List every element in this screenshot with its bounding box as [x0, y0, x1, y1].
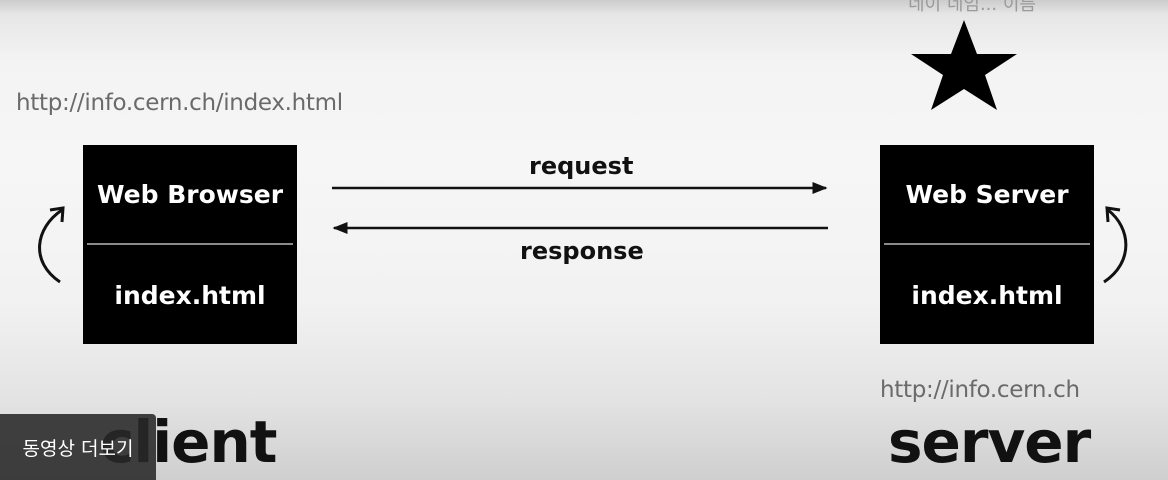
more-videos-button[interactable]: 동영상 더보기 — [0, 414, 156, 480]
top-shadow — [0, 0, 1168, 14]
request-label: request — [529, 152, 634, 180]
server-heading: server — [888, 408, 1091, 476]
client-file-label: index.html — [114, 280, 266, 310]
box-divider — [87, 243, 293, 245]
top-partial-caption: 네이 네임... 이름 — [908, 0, 1036, 15]
server-url-label: http://info.cern.ch — [880, 377, 1080, 403]
client-url-label: http://info.cern.ch/index.html — [16, 90, 343, 116]
box-divider — [884, 243, 1090, 245]
client-curved-arrow-icon — [38, 206, 65, 284]
response-label: response — [520, 237, 644, 265]
star-icon — [906, 18, 1022, 116]
server-file-label: index.html — [911, 280, 1063, 310]
web-browser-title: Web Browser — [96, 180, 284, 209]
web-browser-box: Web Browser index.html — [83, 145, 297, 344]
web-server-title: Web Server — [905, 180, 1069, 209]
server-curved-arrow-icon — [1103, 206, 1128, 284]
web-server-box: Web Server index.html — [880, 145, 1094, 344]
